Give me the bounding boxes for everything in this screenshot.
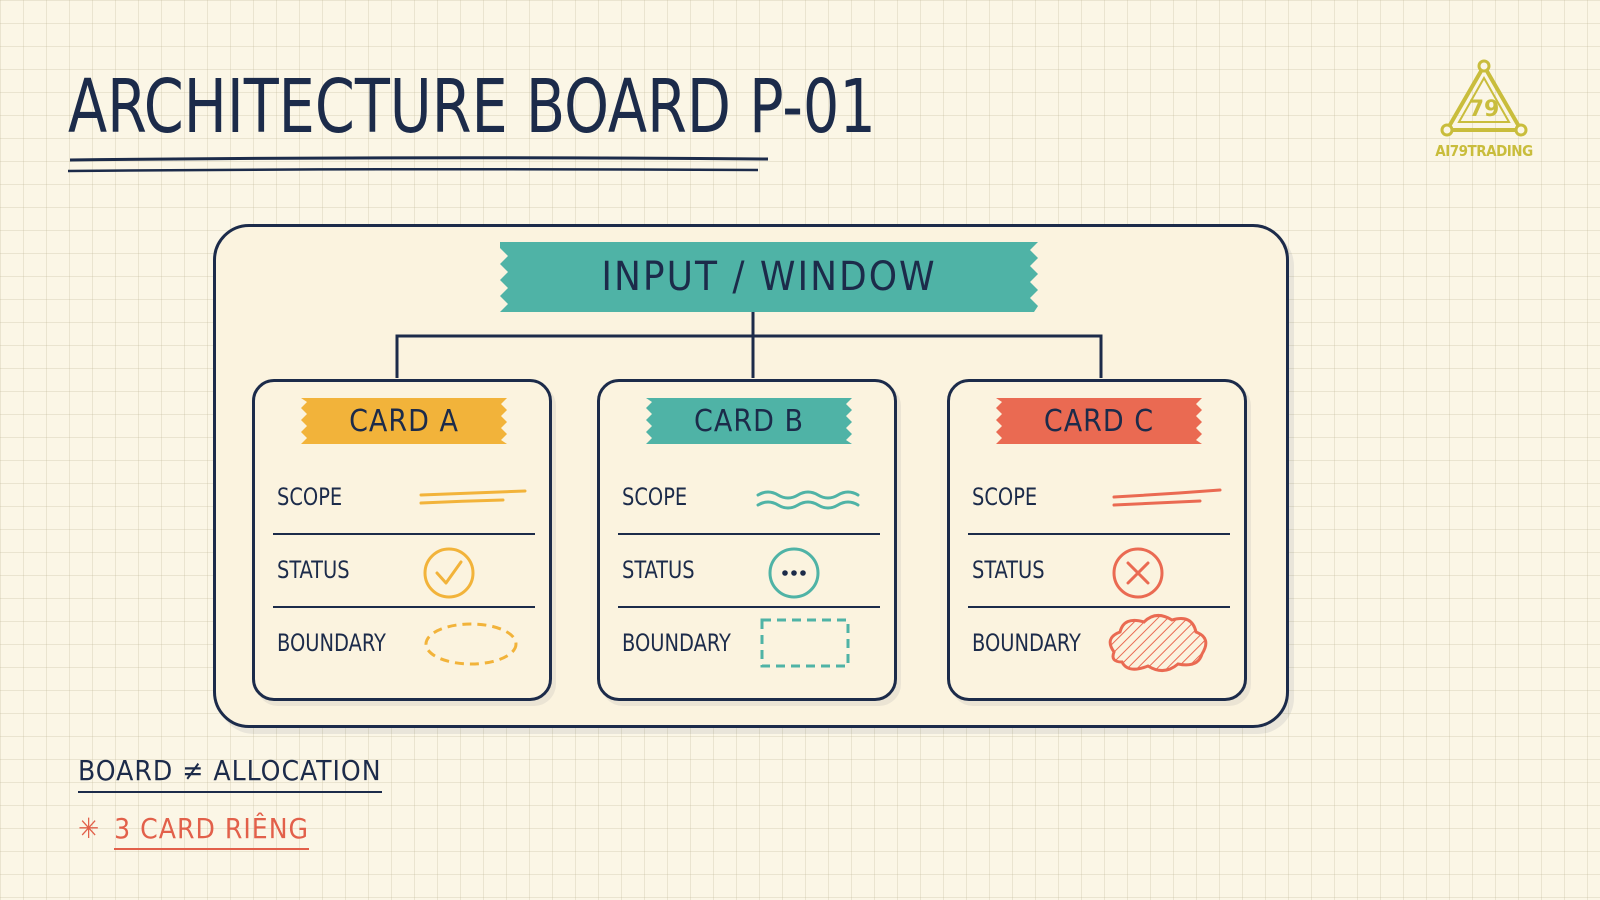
tape-shape [500, 242, 1038, 312]
row-label: SCOPE [277, 483, 343, 511]
card-c-scope-row: SCOPE [968, 462, 1230, 532]
logo-mark-text: 79 [1469, 97, 1500, 122]
card-c-status-row: STATUS [968, 533, 1230, 605]
row-label: SCOPE [622, 483, 688, 511]
card-b-boundary-row: BOUNDARY [618, 606, 880, 678]
tape-shape [996, 398, 1202, 444]
card-b-scope-row: SCOPE [618, 462, 880, 532]
double-line-mark [1112, 488, 1222, 507]
check-circle-icon [423, 547, 475, 599]
footnote-three-cards: ✳ 3 CARD RIÊNG [78, 812, 310, 850]
card-a-tape: CARD A [301, 398, 507, 444]
row-label: SCOPE [972, 483, 1038, 511]
row-label: STATUS [972, 556, 1045, 584]
row-label: STATUS [277, 556, 350, 584]
logo-triangle-icon: 79 [1440, 59, 1528, 137]
row-label: STATUS [622, 556, 695, 584]
card-c-tape: CARD C [996, 398, 1202, 444]
dashed-rectangle-mark [760, 618, 850, 668]
card-b-tape: CARD B [646, 398, 852, 444]
card-a-boundary-row: BOUNDARY [273, 606, 535, 678]
card-a-label: CARD A [349, 403, 459, 439]
card-a-scope-row: SCOPE [273, 462, 535, 532]
card-c-label: CARD C [1043, 403, 1155, 439]
title-underline [68, 156, 769, 173]
card-b: CARD B SCOPE STATUS BOUNDARY [597, 379, 897, 701]
hatched-cloud-mark [1108, 614, 1208, 672]
tape-shape [646, 398, 852, 444]
asterisk-icon: ✳ [78, 812, 101, 845]
double-line-mark [419, 489, 527, 505]
card-a-status-row: STATUS [273, 533, 535, 605]
row-label: BOUNDARY [622, 629, 731, 657]
tape-shape [301, 398, 507, 444]
page-title: ARCHITECTURE BOARD P-01 [68, 64, 876, 150]
card-c: CARD C SCOPE STATUS BOUNDARY [947, 379, 1247, 701]
footnote-three-cards-text: 3 CARD RIÊNG [114, 812, 310, 850]
footnote-board-allocation: BOARD ≠ ALLOCATION [78, 754, 382, 793]
root-node-label: INPUT / WINDOW [601, 254, 937, 300]
card-b-label: CARD B [694, 403, 804, 439]
card-a: CARD A SCOPE STATUS BOUNDARY [252, 379, 552, 701]
logo-text: AI79TRADING [1435, 142, 1533, 160]
card-b-status-row: STATUS [618, 533, 880, 605]
row-label: BOUNDARY [277, 629, 386, 657]
brand-logo: 79 AI79TRADING [1424, 58, 1544, 162]
card-c-boundary-row: BOUNDARY [968, 606, 1230, 678]
x-circle-icon [1112, 547, 1164, 599]
row-label: BOUNDARY [972, 629, 1081, 657]
ellipsis-circle-icon [768, 547, 820, 599]
root-node-input-window: INPUT / WINDOW [500, 242, 1038, 312]
dashed-ellipse-mark [424, 622, 518, 666]
wavy-lines-mark [756, 490, 860, 510]
